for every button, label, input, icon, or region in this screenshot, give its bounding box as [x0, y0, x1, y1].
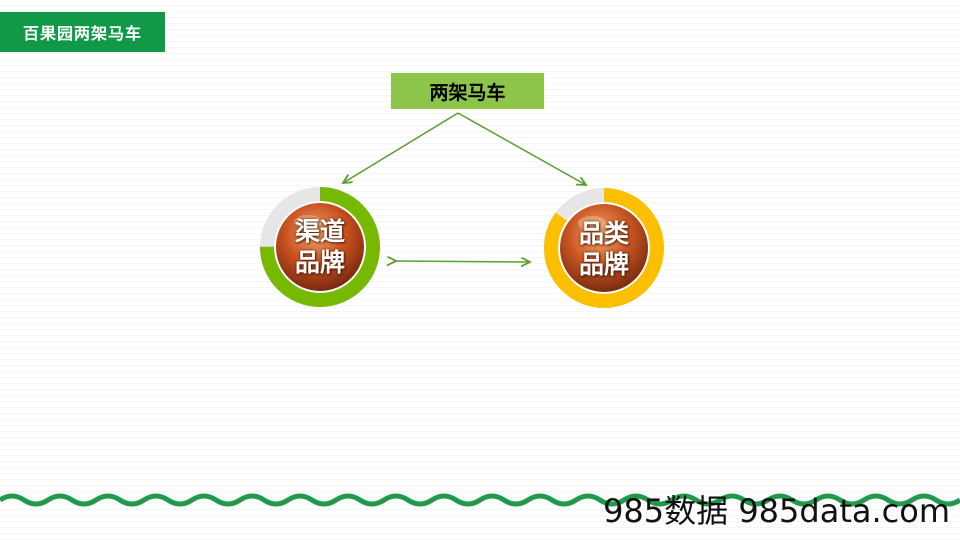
left-node [260, 187, 380, 307]
top-label-box: 两架马车 [391, 73, 544, 109]
watermark: 985数据 985data.com [603, 492, 950, 530]
right-node-line1: 品类 [578, 219, 629, 248]
left-node-fruit [276, 203, 364, 291]
right-node-fruit [560, 204, 648, 292]
left-node-line1: 渠道 [294, 217, 345, 246]
left-node-label: 渠道 品牌 [280, 216, 360, 278]
right-node-label: 品类 品牌 [564, 218, 644, 280]
right-node-line2: 品牌 [578, 250, 629, 279]
right-node-ring [544, 188, 664, 308]
arrow-left-to-right [396, 261, 530, 262]
left-node-line2: 品牌 [294, 248, 345, 277]
wave-decoration [0, 493, 960, 507]
arrow-top-to-right [457, 112, 586, 185]
arrow-top-to-left [343, 112, 459, 183]
left-node-ring [260, 187, 380, 307]
right-node [544, 188, 664, 308]
page-title: 百果园两架马车 [0, 12, 165, 52]
